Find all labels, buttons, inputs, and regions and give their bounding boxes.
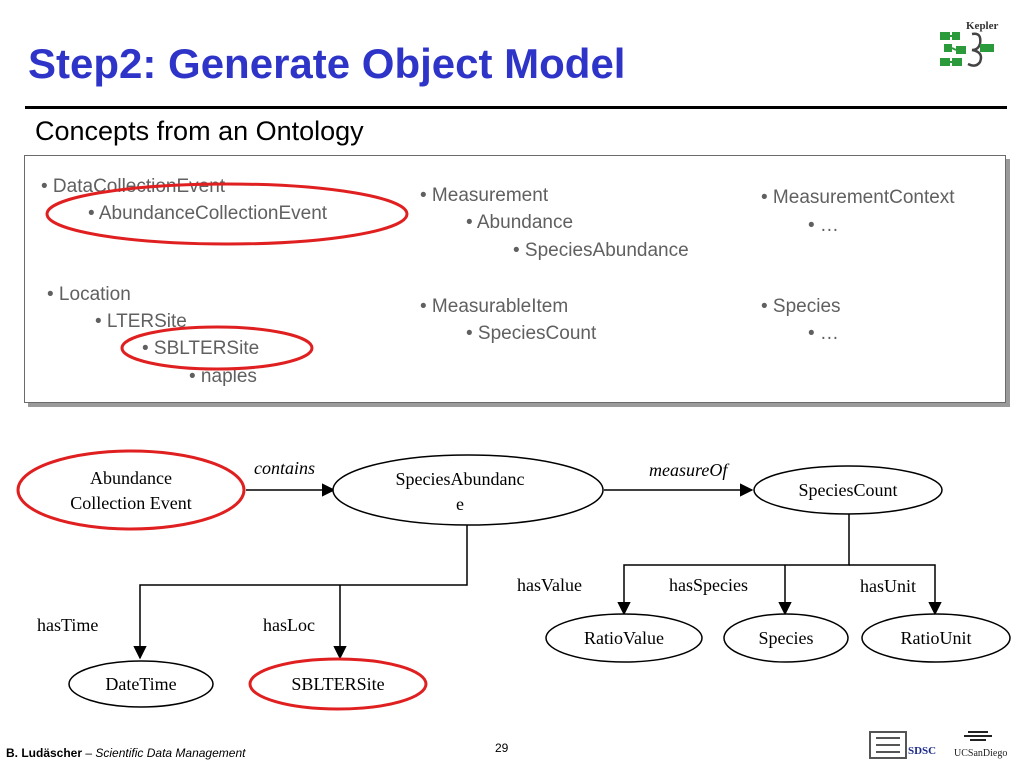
concept-measurementcontext: • MeasurementContext	[761, 187, 955, 208]
node-sa-line2: e	[456, 494, 464, 514]
concept-abundancecollectionevent: • AbundanceCollectionEvent	[88, 203, 328, 224]
label-hasvalue: hasValue	[517, 575, 582, 595]
label-hasloc: hasLoc	[263, 615, 315, 635]
node-ratiovalue	[545, 613, 703, 663]
footer-author: B. Ludäscher	[6, 746, 83, 760]
highlight-sbltersite	[120, 325, 314, 371]
label-hastime: hasTime	[37, 615, 98, 635]
node-sc-label: SpeciesCount	[799, 480, 898, 500]
concept-species: • Species	[761, 296, 841, 317]
node-ace-line2: Collection Event	[70, 493, 191, 513]
node-species-label: Species	[759, 628, 814, 648]
kepler-logo: Kepler	[940, 20, 998, 67]
node-speciescount	[753, 465, 943, 515]
edge-sa-branch	[133, 525, 468, 660]
slide-subtitle: Concepts from an Ontology	[35, 116, 364, 146]
node-ratiounit-label: RatioUnit	[901, 628, 972, 648]
node-ace-line1: Abundance	[90, 468, 172, 488]
node-ratiovalue-label: RatioValue	[584, 628, 664, 648]
node-sbltersite	[248, 657, 428, 711]
concept-ellipsis-2: • …	[808, 323, 839, 344]
sdsc-text: SDSC	[908, 745, 936, 757]
node-abundance-collection-event	[16, 449, 246, 531]
concept-speciescount: • SpeciesCount	[466, 323, 597, 344]
ucsd-text: UCSanDiego	[954, 748, 1007, 759]
node-species	[723, 613, 849, 663]
ontology-concepts-box	[24, 155, 1006, 403]
footer-credit: B. Ludäscher – Scientific Data Managemen…	[6, 746, 245, 760]
label-contains: contains	[254, 458, 315, 478]
node-speciesabundance	[332, 454, 604, 526]
kepler-logo-text: Kepler	[966, 20, 998, 32]
concept-datacollectionevent: • DataCollectionEvent	[41, 176, 226, 197]
concept-ltersite: • LTERSite	[95, 311, 187, 332]
sdsc-ucsd-logo: SDSC UCSanDiego	[869, 731, 1007, 759]
node-ratiounit	[861, 613, 1011, 663]
node-datetime-label: DateTime	[105, 674, 176, 694]
footer-course: Scientific Data Management	[95, 746, 246, 760]
concept-measurement: • Measurement	[420, 185, 549, 206]
page-number: 29	[495, 741, 509, 755]
node-sbltersite-label: SBLTERSite	[291, 674, 384, 694]
node-datetime	[68, 660, 214, 708]
footer-separator: –	[82, 746, 96, 760]
label-hasunit: hasUnit	[860, 576, 916, 596]
concept-location: • Location	[47, 284, 131, 305]
node-sa-line1: SpeciesAbundanc	[396, 469, 525, 489]
concept-abundance: • Abundance	[466, 212, 574, 233]
label-hasspecies: hasSpecies	[669, 575, 748, 595]
edge-sc-branch	[617, 508, 850, 616]
highlight-abundancecollectionevent	[45, 182, 409, 246]
label-measureof: measureOf	[649, 460, 730, 480]
concept-sbltersite: • SBLTERSite	[142, 338, 260, 359]
title-rule	[25, 106, 1007, 109]
edge-hasunit-line	[849, 564, 942, 616]
concept-speciesabundance: • SpeciesAbundance	[513, 240, 689, 261]
concept-measurableitem: • MeasurableItem	[420, 296, 569, 317]
concept-naples: • naples	[189, 366, 257, 387]
slide-title: Step2: Generate Object Model	[28, 40, 626, 87]
concept-ellipsis-1: • …	[808, 215, 839, 236]
